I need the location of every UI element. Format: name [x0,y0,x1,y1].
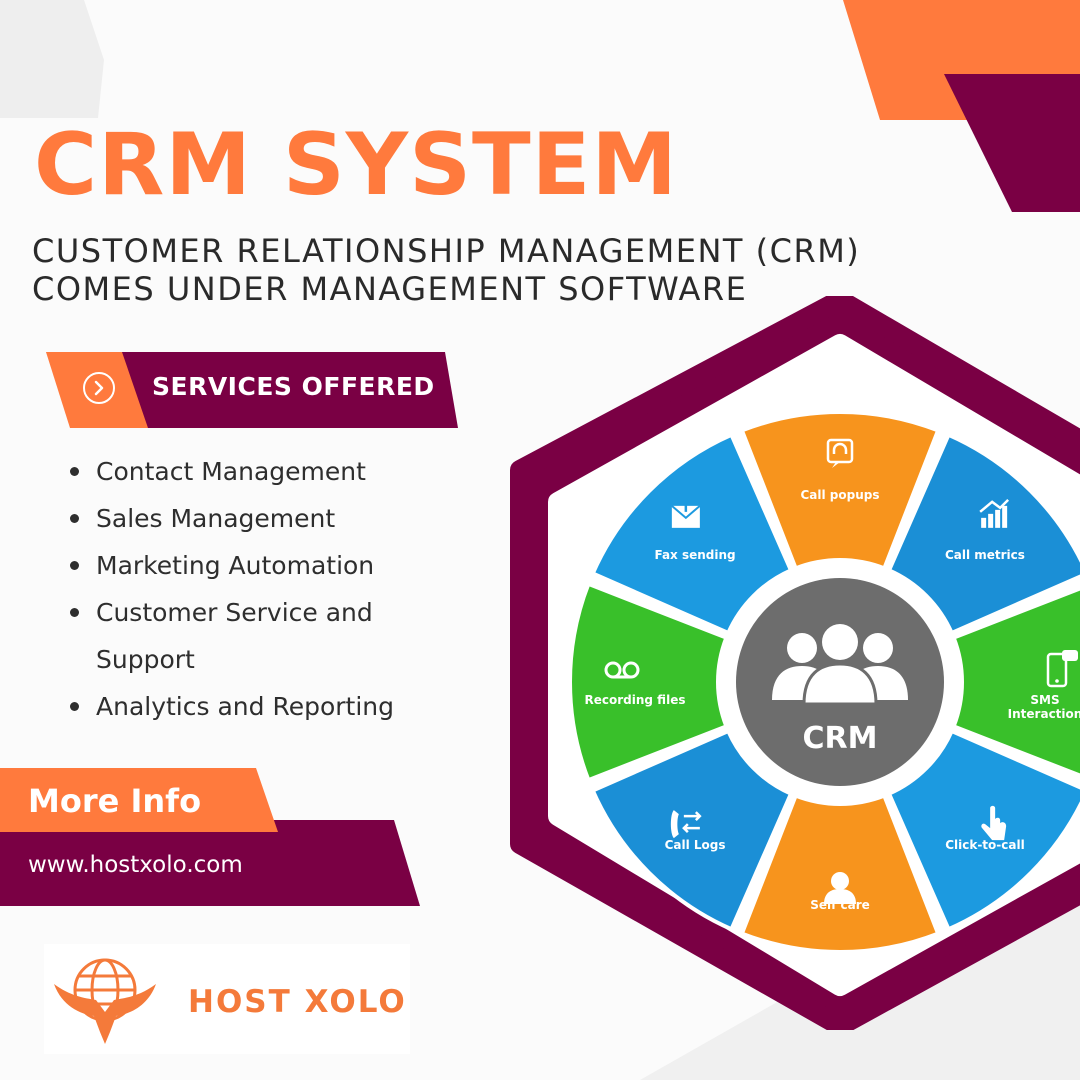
wheel-segment-label-line: Fax sending [654,548,735,562]
wheel-segment [590,728,794,932]
wheel-segment-label: Call Logs [665,838,726,852]
subtitle-line-2: COMES UNDER MANAGEMENT SOFTWARE [32,270,748,308]
sms-phone-icon [1046,650,1078,688]
list-item: Marketing Automation [68,542,426,589]
fax-envelope-icon [671,498,701,528]
chevron-circle-icon [83,372,115,404]
top-right-maroon-shape [944,74,1080,212]
more-info-banner [0,768,278,832]
wheel-segment-label-line: Call Logs [665,838,726,852]
wheel-segment-label: Fax sending [654,548,735,562]
hostxolo-logo-icon [54,958,156,1044]
wheel-segment-label-line: SMS [1030,693,1059,707]
wheel-segment-label-line: Call metrics [945,548,1025,562]
list-item: Analytics and Reporting [68,683,426,730]
list-item: Sales Management [68,495,426,542]
wheel-segment [590,432,794,636]
wheel-segment-label: Click-to-call [945,838,1025,852]
wheel-segment-label-line: Self care [810,898,870,912]
wheel-segment-label: Call popups [800,488,879,502]
wheel-segment [739,410,941,571]
wheel-segment-label-line: Interaction [1008,707,1080,721]
metrics-chart-icon [979,498,1010,528]
voicemail-icon [604,661,640,679]
services-list: Contact Management Sales Management Mark… [68,448,426,730]
call-log-icon [670,810,702,839]
brand-name: HOST XOLO [188,984,407,1020]
wheel-segment-label-line: Call popups [800,488,879,502]
wheel-segment [951,586,1080,778]
list-item: Customer Service and Support [68,589,426,683]
wheel-segment [568,581,729,783]
wheel-segment-label-line: Recording files [585,693,686,707]
services-heading: SERVICES OFFERED [152,372,435,401]
wheel-segment-label: Recording files [585,693,686,707]
top-right-orange-shape [843,0,1080,120]
headset-icon [826,438,854,468]
website-banner [0,820,420,906]
people-group-icon [772,624,908,706]
pointer-hand-icon [981,805,1007,841]
page-subtitle: CUSTOMER RELATIONSHIP MANAGEMENT (CRM) C… [32,232,860,308]
wheel-segment [886,432,1080,636]
list-item: Contact Management [68,448,426,495]
subtitle-line-1: CUSTOMER RELATIONSHIP MANAGEMENT (CRM) [32,232,861,270]
website-link[interactable]: www.hostxolo.com [28,852,243,878]
page-title: CRM SYSTEM [34,115,678,215]
wheel-segment-label-line: Click-to-call [945,838,1025,852]
wheel-segment-label: Self care [810,898,870,912]
more-info-label: More Info [28,782,202,820]
person-icon [824,872,856,904]
services-banner-maroon [46,352,458,428]
wheel-segment-label: Call metrics [945,548,1025,562]
top-left-grey-shape [0,0,104,118]
wheel-center-label: CRM [803,721,878,756]
